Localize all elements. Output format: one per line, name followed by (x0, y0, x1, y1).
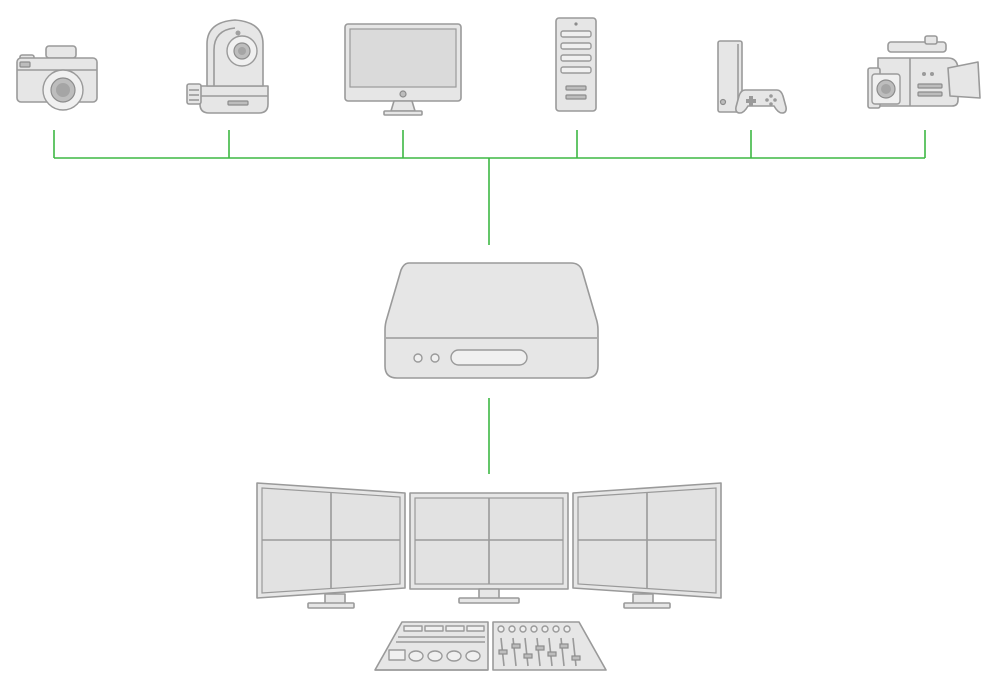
connector-lines (53, 130, 926, 474)
multiview-monitor-icon (256, 482, 722, 609)
monitor-right (572, 482, 722, 609)
desktop-tower-icon (555, 17, 597, 112)
control-panel-icon (374, 621, 607, 671)
ptz-camera-icon (186, 19, 269, 114)
monitor-center (409, 492, 569, 604)
photo-camera-icon (16, 45, 98, 111)
switcher-box-icon (384, 262, 599, 379)
camcorder-icon (867, 35, 981, 109)
computer-monitor-icon (344, 23, 462, 116)
game-console-icon (717, 40, 787, 114)
monitor-left (256, 482, 406, 609)
